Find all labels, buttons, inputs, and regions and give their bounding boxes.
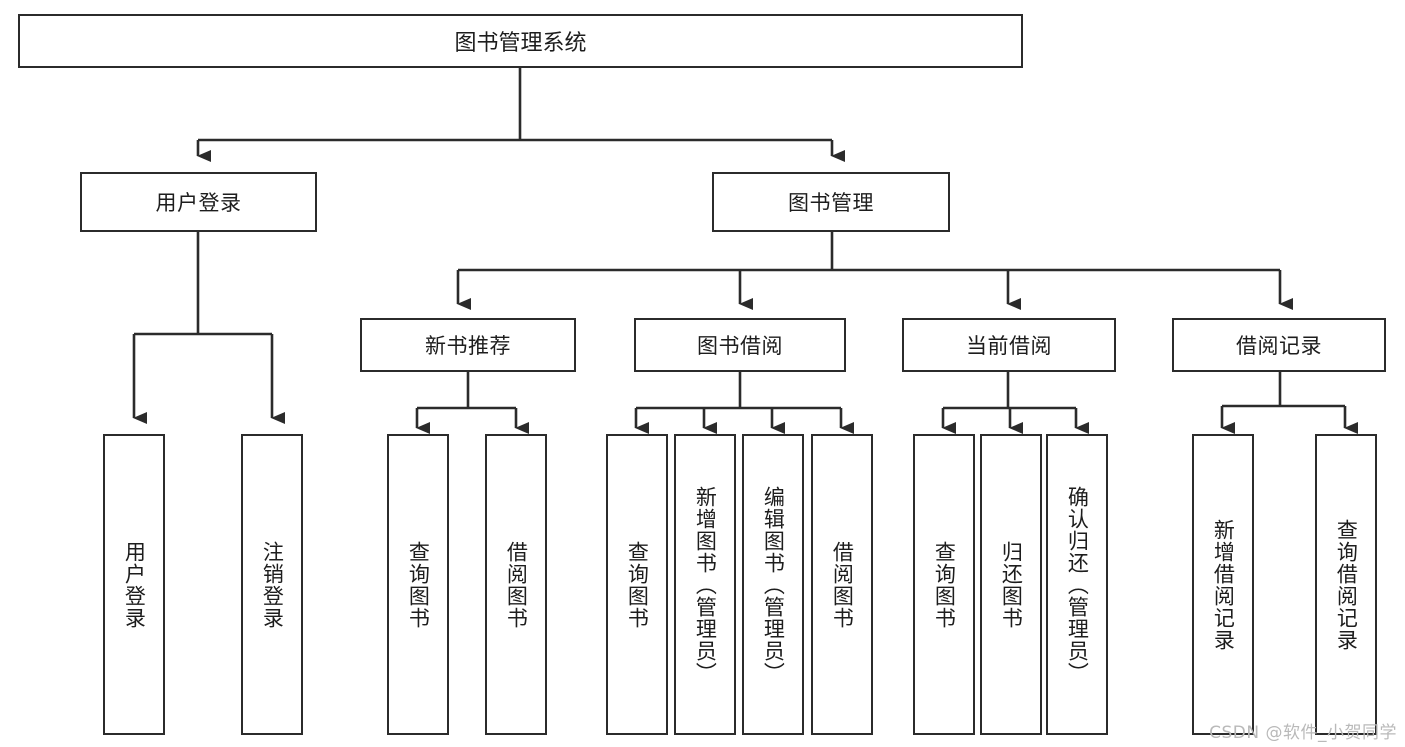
node-book-management-label: 图书管理 [788,191,874,215]
node-leaf-logout[interactable]: 注销登录 [241,434,303,735]
node-leaf-borrow-book[interactable]: 借阅图书 [811,434,873,735]
watermark: CSDN @软件_小贺同学 [1209,723,1397,743]
node-leaf-edit-book-label: 编辑图书（管理员） [761,485,786,684]
node-leaf-borrow-book-recommend-label: 借阅图书 [504,540,529,629]
node-leaf-user-login-label: 用户登录 [122,540,147,629]
node-leaf-query-book-current[interactable]: 查询图书 [913,434,975,735]
node-leaf-add-book[interactable]: 新增图书（管理员） [674,434,736,735]
node-leaf-confirm-return-label: 确认归还（管理员） [1065,485,1090,684]
node-leaf-query-book-recommend[interactable]: 查询图书 [387,434,449,735]
node-user-login-label: 用户登录 [155,191,242,215]
node-new-book-recommend[interactable]: 新书推荐 [360,318,576,372]
node-leaf-borrow-book-recommend[interactable]: 借阅图书 [485,434,547,735]
node-leaf-query-borrow-record[interactable]: 查询借阅记录 [1315,434,1377,735]
node-leaf-query-borrow-record-label: 查询借阅记录 [1334,518,1359,651]
node-book-borrow-label: 图书借阅 [697,334,783,358]
node-user-login[interactable]: 用户登录 [80,172,317,232]
node-borrow-record[interactable]: 借阅记录 [1172,318,1386,372]
node-leaf-add-book-label: 新增图书（管理员） [693,485,718,684]
node-root[interactable]: 图书管理系统 [18,14,1023,68]
node-leaf-return-book-label: 归还图书 [999,540,1024,629]
node-borrow-record-label: 借阅记录 [1236,334,1322,358]
node-current-borrow[interactable]: 当前借阅 [902,318,1116,372]
node-leaf-add-borrow-record-label: 新增借阅记录 [1211,518,1236,651]
node-leaf-query-book-current-label: 查询图书 [932,540,957,629]
node-leaf-confirm-return[interactable]: 确认归还（管理员） [1046,434,1108,735]
node-new-book-recommend-label: 新书推荐 [425,334,511,358]
node-leaf-add-borrow-record[interactable]: 新增借阅记录 [1192,434,1254,735]
node-current-borrow-label: 当前借阅 [966,334,1052,358]
node-book-management[interactable]: 图书管理 [712,172,950,232]
node-leaf-query-book-recommend-label: 查询图书 [406,540,431,629]
node-book-borrow[interactable]: 图书借阅 [634,318,846,372]
node-leaf-user-login[interactable]: 用户登录 [103,434,165,735]
node-leaf-logout-label: 注销登录 [260,540,285,629]
node-root-label: 图书管理系统 [454,31,587,56]
node-leaf-query-book-label: 查询图书 [625,540,650,629]
node-leaf-return-book[interactable]: 归还图书 [980,434,1042,735]
node-leaf-query-book[interactable]: 查询图书 [606,434,668,735]
node-leaf-borrow-book-label: 借阅图书 [830,540,855,629]
node-leaf-edit-book[interactable]: 编辑图书（管理员） [742,434,804,735]
